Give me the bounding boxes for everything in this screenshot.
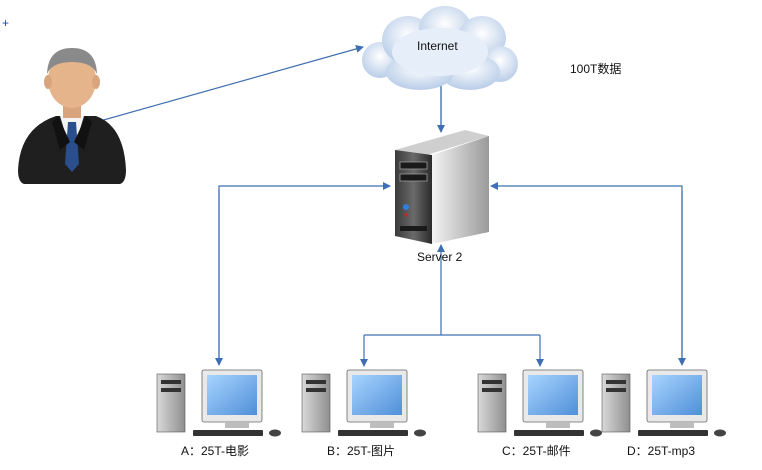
computer-icon-d [601,369,726,437]
client-label-a: A：25T-电影 [181,444,250,458]
client-label-b: B：25T-图片 [327,444,396,458]
connector-user-internet [81,45,364,127]
connectors [81,45,686,367]
client-label-d: D：25T-mp3 [627,444,696,458]
user-icon [18,48,126,184]
server-icon [395,130,489,244]
server-label: Server 2 [417,250,463,264]
plus-icon: + [2,16,10,30]
internet-label: Internet [417,39,458,53]
computer-icon-b [301,369,426,437]
client-label-c: C：25T-邮件 [502,444,571,458]
connector-server-client-d [490,182,683,363]
computer-icon-a [156,369,281,437]
data-volume-note: 100T数据 [570,62,622,76]
computer-icon-c [477,369,602,437]
cloud-icon [362,6,518,90]
